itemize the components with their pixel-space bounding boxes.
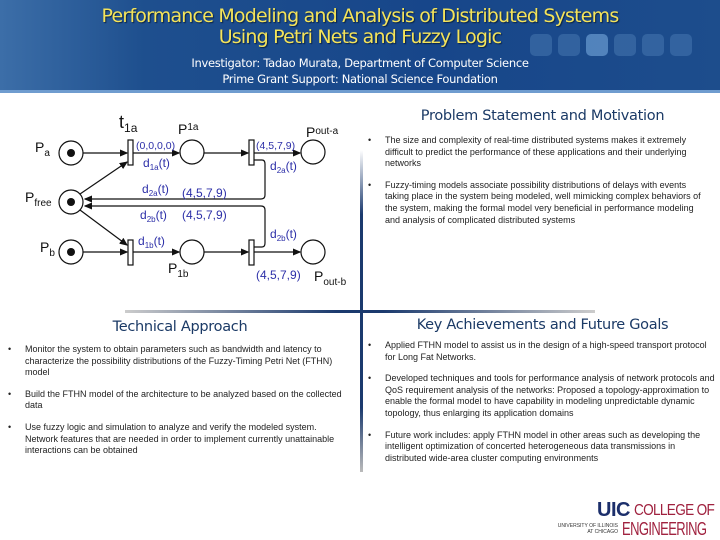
list-item: Developed techniques and tools for perfo…: [365, 373, 715, 419]
token-pa: [67, 149, 75, 157]
list-item: Future work includes: apply FTHN model i…: [365, 430, 715, 465]
arc-t2b-pfree: [83, 202, 266, 248]
label-d2b-return: d2b(t): [140, 208, 167, 224]
title-line-2: Using Petri Nets and Fuzzy Logic: [218, 26, 502, 48]
logo-university-line-1: UNIVERSITY OF ILLINOIS: [557, 523, 618, 529]
label-d1b: d1b(t): [138, 234, 165, 250]
label-t1a: t1a: [119, 112, 138, 135]
list-item: Monitor the system to obtain parameters …: [5, 344, 350, 379]
logo-university-line-2: AT CHICAGO: [587, 529, 618, 535]
achievements-list: Applied FTHN model to assist us in the d…: [365, 340, 715, 474]
problem-list: The size and complexity of real-time dis…: [365, 135, 710, 236]
grant-text: Prime Grant Support: National Science Fo…: [222, 72, 498, 86]
transition-t1b: [127, 239, 134, 266]
label-p1a: P1a: [178, 121, 199, 137]
transition-t2b: [248, 239, 255, 266]
place-p1a: [179, 139, 205, 165]
transition-t1a: [127, 139, 134, 166]
logo-uic: UIC: [597, 499, 630, 521]
label-d2a: d2a(t): [270, 159, 297, 175]
transition-t2a: [248, 139, 255, 166]
place-pout-a: [300, 139, 326, 165]
label-initial-token: (0,0,0,0): [136, 140, 175, 152]
list-item: Build the FTHN model of the architecture…: [5, 389, 350, 412]
label-d2b: d2b(t): [270, 227, 297, 243]
label-p1b: P1b: [168, 260, 189, 280]
header-banner: Performance Modeling and Analysis of Dis…: [0, 0, 720, 93]
page-title: Performance Modeling and Analysis of Dis…: [0, 6, 720, 48]
approach-list: Monitor the system to obtain parameters …: [5, 344, 350, 467]
label-d1a: d1a(t): [143, 156, 170, 172]
achievements-title: Key Achievements and Future Goals: [416, 317, 669, 333]
label-fuzzy-a: (4,5,7,9): [256, 140, 295, 152]
label-fuzzy-return-a: (4,5,7,9): [182, 186, 227, 200]
list-item: The size and complexity of real-time dis…: [365, 135, 710, 170]
petri-net-diagram: t1a P1a Pout-a Pa Pfree Pb P1b Pout-b (0…: [25, 112, 347, 288]
decor-square: [614, 34, 636, 56]
label-pfree: Pfree: [25, 189, 52, 209]
list-item: Applied FTHN model to assist us in the d…: [365, 340, 715, 363]
approach-title: Technical Approach: [112, 319, 248, 335]
label-d2a-return: d2a(t): [142, 182, 169, 198]
label-pout-b: Pout-b: [314, 268, 347, 288]
list-item: Use fuzzy logic and simulation to analyz…: [5, 422, 350, 457]
place-p1b: [179, 239, 205, 265]
label-fuzzy-return-b: (4,5,7,9): [182, 208, 227, 222]
label-pa: Pa: [35, 139, 50, 159]
label-pb: Pb: [40, 239, 55, 259]
decor-square: [670, 34, 692, 56]
logo-engineering: ENGINEERING: [622, 519, 707, 539]
title-line-1: Performance Modeling and Analysis of Dis…: [101, 5, 619, 27]
decor-square: [558, 34, 580, 56]
arc-pfree-t1a: [79, 161, 128, 195]
horizontal-divider: [125, 310, 595, 313]
decor-square: [642, 34, 664, 56]
label-pout-a: Pout-a: [306, 124, 339, 140]
logo-college: COLLEGE OF: [634, 502, 715, 519]
decor-square: [530, 34, 552, 56]
arc-t2a-pfree: [83, 159, 266, 203]
decor-square: [586, 34, 608, 56]
token-pfree: [67, 198, 75, 206]
label-fuzzy-b: (4,5,7,9): [256, 268, 301, 282]
list-item: Fuzzy-timing models associate possibilit…: [365, 180, 710, 226]
problem-title: Problem Statement and Motivation: [420, 108, 665, 124]
investigator-text: Investigator: Tadao Murata, Department o…: [191, 56, 529, 70]
arc-pfree-t1b: [79, 209, 128, 246]
place-pout-b: [300, 239, 326, 265]
token-pb: [67, 248, 75, 256]
